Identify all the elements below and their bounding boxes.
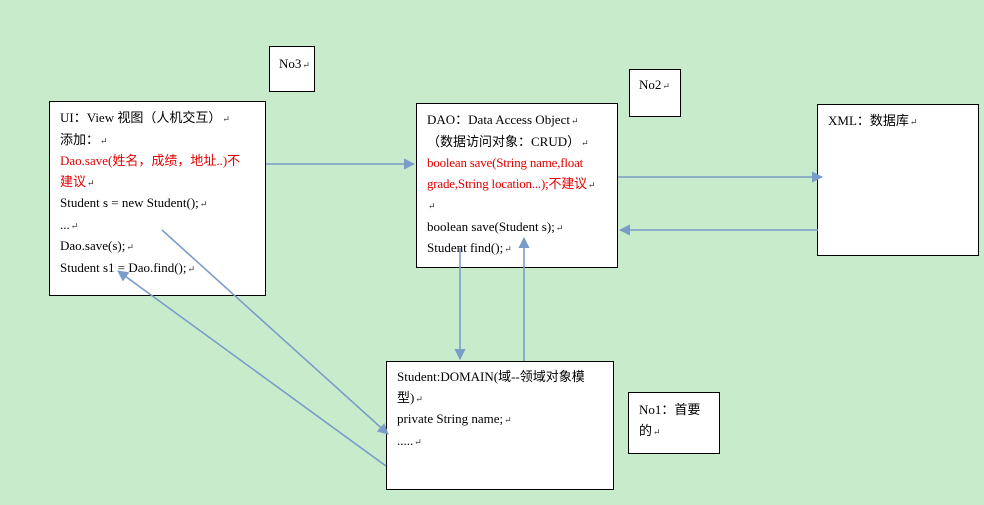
ui-line-6: ...↵ xyxy=(60,216,79,232)
ui-line-5: Student s = new Student();↵ xyxy=(60,195,208,210)
student-domain-box: Student:DOMAIN(域--领域对象模 型)↵ private Stri… xyxy=(386,361,614,490)
ui-line-1: UI：View 视图（人机交互）↵ xyxy=(60,110,230,125)
no2-label-box: No2↵ xyxy=(629,69,681,117)
dao-line-6: boolean save(Student s);↵ xyxy=(427,218,564,234)
dao-line-1: DAO：Data Access Object↵ xyxy=(427,112,579,127)
dao-line-3: boolean save(String name,float xyxy=(427,155,584,170)
no1-label-line2: 的 xyxy=(639,422,653,438)
ui-line-4: 建议↵ xyxy=(60,173,95,189)
no1-label-box: No1：首要 的↵ xyxy=(628,392,720,454)
dao-line-7: Student find();↵ xyxy=(427,240,512,255)
student-line-4: .....↵ xyxy=(397,432,422,448)
ui-line-8: Student s1 = Dao.find();↵ xyxy=(60,259,196,275)
xml-database-box: XML：数据库↵ xyxy=(817,104,979,256)
student-line-3: private String name;↵ xyxy=(397,411,512,426)
arrow-student-to-ui xyxy=(117,270,387,467)
dao-box: DAO：Data Access Object↵ （数据访问对象：CRUD）↵ b… xyxy=(416,103,618,268)
no2-label: No2 xyxy=(639,77,662,92)
arrow-ui-to-student xyxy=(161,229,389,435)
student-line-2: 型)↵ xyxy=(397,389,423,405)
student-line-1: Student:DOMAIN(域--领域对象模 xyxy=(397,369,585,384)
ui-view-box: UI：View 视图（人机交互）↵ 添加：↵ Dao.save(姓名，成绩，地址… xyxy=(49,101,266,296)
ui-line-7: Dao.save(s);↵ xyxy=(60,238,134,253)
no3-label: No3 xyxy=(279,56,302,71)
ui-line-3: Dao.save(姓名，成绩，地址..)不 xyxy=(60,153,241,168)
no1-label-line1: No1：首要 xyxy=(639,402,701,417)
ui-line-2: 添加：↵ xyxy=(60,131,108,147)
dao-line-2: （数据访问对象：CRUD）↵ xyxy=(427,133,589,149)
no3-label-box: No3↵ xyxy=(269,46,315,92)
xml-line-1: XML：数据库↵ xyxy=(828,113,918,128)
dao-line-4: grade,String location...);不建议↵ xyxy=(427,175,596,191)
dao-line-5: ↵ xyxy=(428,201,436,211)
